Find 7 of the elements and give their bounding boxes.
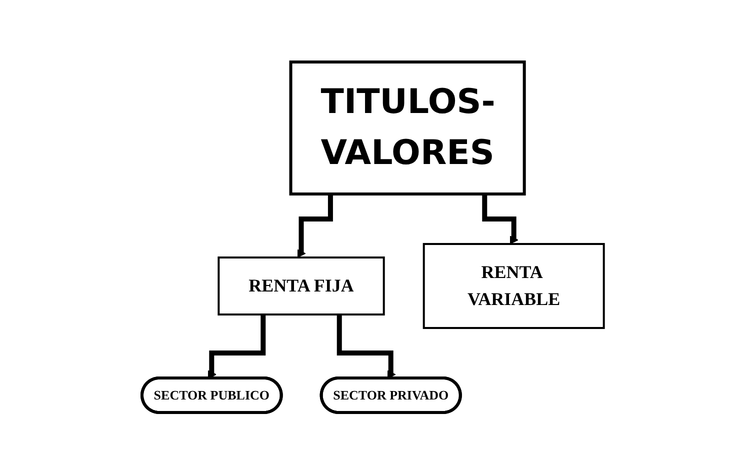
arrow [336,314,396,380]
arrow [482,194,518,245]
arrow [296,194,333,258]
node-box: RENTA VARIABLE [422,243,604,330]
arrow [207,314,266,380]
node-box: RENTA FIJA [217,256,384,316]
node-box: TITULOS-VALORES [288,60,526,196]
